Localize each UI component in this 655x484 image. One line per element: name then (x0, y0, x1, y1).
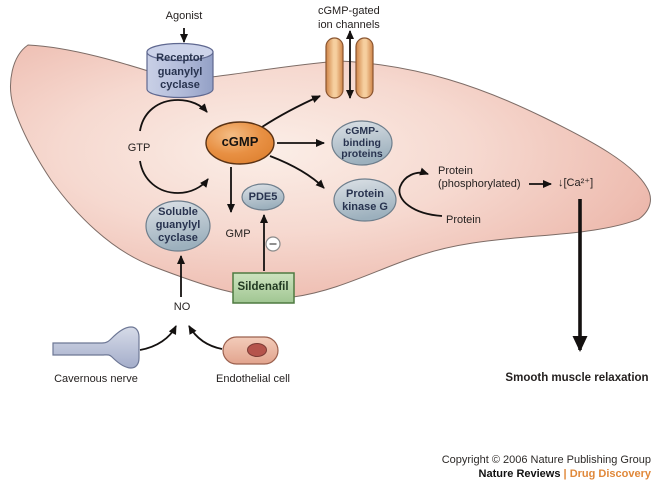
receptor-label-line3: cyclase (160, 79, 200, 91)
binding-label-line2: binding (343, 136, 381, 149)
protein-kinase-g-label: Protein kinase G (342, 188, 388, 213)
inhibition-icon (265, 236, 281, 252)
receptor-label-line2: guanylyl (157, 65, 203, 78)
ion-channels-label-line2: ion channels (318, 19, 380, 31)
copyright-text: Copyright © 2006 Nature Publishing Group (441, 454, 651, 466)
soluble-guanylyl-cyclase-label: Soluble guanylyl cyclase (156, 206, 201, 245)
agonist-label: Agonist (165, 10, 203, 22)
binding-label-line1: cGMP- (345, 125, 379, 137)
receptor-guanylyl-cyclase-shape (146, 42, 214, 99)
journal-line: Nature Reviews | Drug Discovery (442, 467, 651, 481)
ion-channel-shape (325, 37, 374, 99)
arrow-cgmp-to-pkg (269, 155, 325, 189)
smooth-muscle-relaxation-label: Smooth muscle relaxation (505, 372, 649, 384)
endothelial-nucleus (247, 343, 267, 357)
cgmp-node-shape (205, 121, 275, 165)
cgmp-binding-proteins-shape (331, 120, 393, 166)
journal-brand: Nature Reviews (478, 468, 561, 480)
arrow-cgmp-to-channels (261, 95, 321, 128)
binding-label-line3: proteins (341, 148, 383, 160)
arrow-endothelial-to-no (188, 325, 223, 350)
sgc-label-line3: cyclase (158, 232, 198, 244)
endothelial-cell-shape (222, 336, 279, 365)
sgc-label-line2: guanylyl (155, 219, 201, 231)
cavernous-nerve-label: Cavernous nerve (54, 373, 138, 385)
sgc-label-line1: Soluble (158, 206, 198, 218)
cgmp-label: cGMP (221, 134, 259, 149)
protein-phos-line2: (phosphorylated) (438, 178, 521, 190)
protein-phosphorylated-label: Protein (phosphorylated) (438, 165, 521, 191)
endothelial-cell-label: Endothelial cell (216, 373, 290, 385)
receptor-guanylyl-cyclase-label: Receptor guanylyl cyclase (156, 52, 204, 93)
pkg-label-line2: kinase G (342, 200, 388, 213)
footer: Copyright © 2006 Nature Publishing Group… (442, 453, 651, 481)
protein-kinase-g-shape (333, 178, 397, 222)
cavernous-nerve-shape (52, 326, 140, 369)
sildenafil-label: Sildenafil (237, 281, 289, 293)
protein-label: Protein (446, 214, 481, 226)
pde5-label: PDE5 (248, 190, 278, 203)
gtp-label: GTP (127, 142, 151, 154)
pde5-shape (241, 183, 285, 211)
journal-separator: | (563, 468, 567, 480)
cgmp-binding-proteins-label: cGMP- binding proteins (341, 125, 383, 161)
no-label: NO (173, 301, 191, 313)
soluble-guanylyl-cyclase-shape (145, 200, 211, 252)
arrow-gtp-lower-arc (139, 160, 209, 194)
calcium-decrease-label: ↓[Ca²⁺] (558, 177, 594, 189)
gmp-label: GMP (225, 228, 251, 240)
ion-channels-label: cGMP-gated ion channels (318, 4, 380, 32)
receptor-label-line1: Receptor (156, 52, 204, 64)
journal-name: Drug Discovery (569, 468, 651, 480)
sildenafil-box (232, 272, 295, 304)
ion-channels-label-line1: cGMP-gated (318, 5, 380, 17)
arrow-gtp-upper-arc (139, 99, 208, 132)
arrow-nerve-to-no (139, 325, 177, 351)
protein-phos-line1: Protein (438, 165, 473, 177)
pkg-label-line1: Protein (346, 188, 384, 200)
arrow-protein-phosphorylation-cycle (398, 167, 443, 217)
